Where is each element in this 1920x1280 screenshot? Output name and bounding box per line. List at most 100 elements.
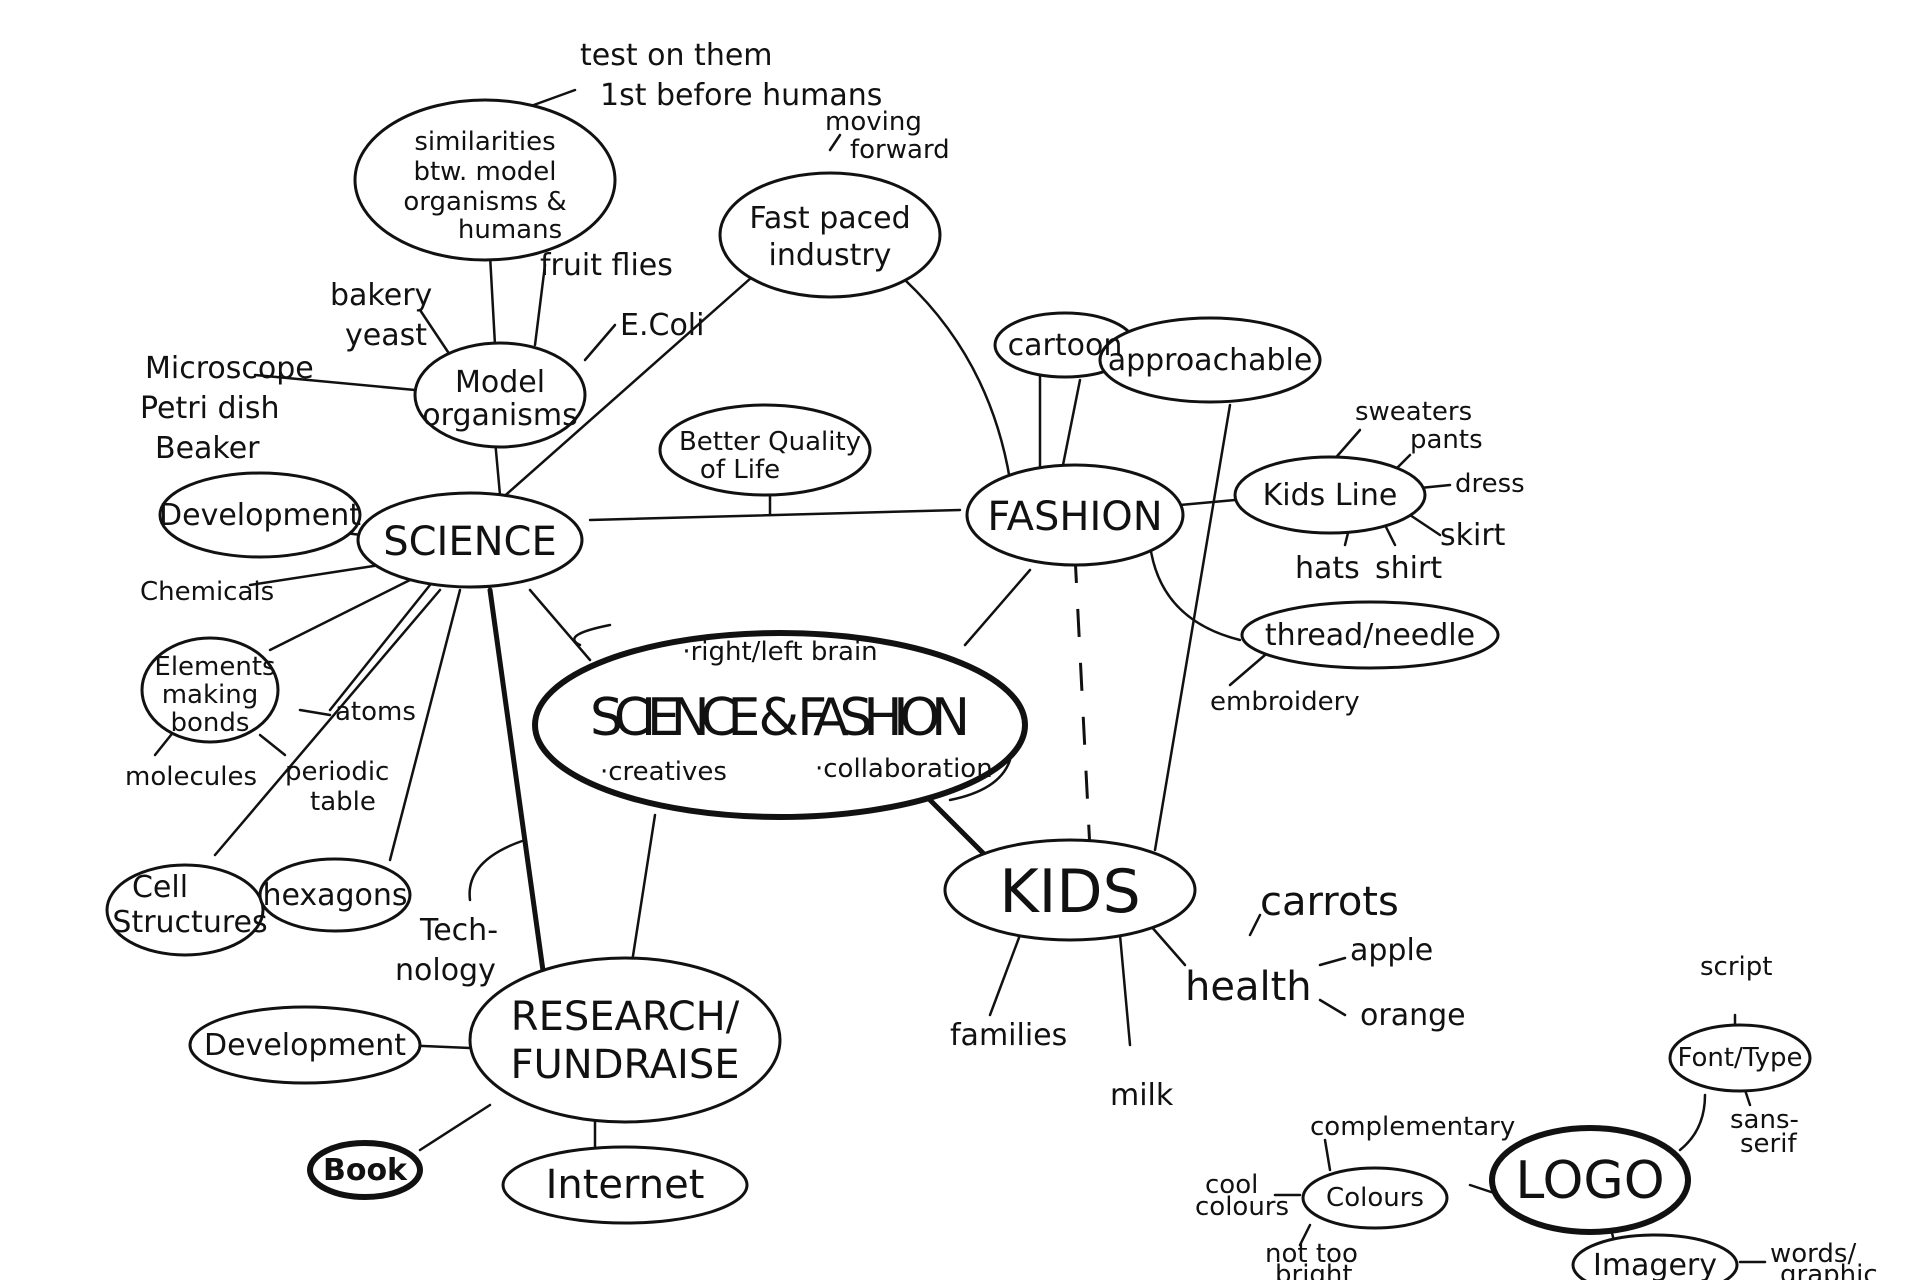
link-science-fastpaced <box>498 268 762 502</box>
label-words-graphic-line2: graphic <box>1780 1260 1878 1280</box>
similarities-label-line4: humans <box>458 215 562 245</box>
imagery-node-shape <box>1571 1233 1739 1280</box>
development-top-node-label: Development <box>159 498 361 533</box>
label-sans-serif-line1: sans- <box>1730 1105 1799 1135</box>
label-chemicals: Chemicals <box>140 577 274 607</box>
center-note-brain: ·right/left brain <box>682 637 877 667</box>
development-top-node-shape <box>158 471 362 559</box>
model-organisms-label-line1: Model <box>455 365 545 400</box>
label-bakery-yeast-line2: yeast <box>345 318 427 353</box>
label-milk: milk <box>1110 1078 1174 1113</box>
kids-node-label: KIDS <box>999 857 1140 927</box>
hexagons-node-shape <box>258 857 412 933</box>
link-health-carrots <box>1248 913 1262 937</box>
label-test-on-them-line1: test on them <box>580 38 773 73</box>
link-health-apple <box>1318 956 1347 967</box>
similarities-label-line3: organisms & <box>403 187 566 217</box>
link-model-tools <box>253 373 417 392</box>
center-node-shape <box>532 630 1028 820</box>
label-dress: dress <box>1455 469 1525 499</box>
label-carrots: carrots <box>1260 879 1399 925</box>
label-lab-tools-line3: Beaker <box>155 431 260 466</box>
model-organisms-node-shape <box>413 341 587 449</box>
cell-structures-label-line1: Cell <box>132 870 188 905</box>
link-science-cell <box>213 588 442 857</box>
better-quality-label-line1: Better Quality <box>679 427 861 457</box>
link-health-orange <box>1318 998 1347 1017</box>
label-health: health <box>1185 964 1312 1010</box>
research-node-label-line2: FUNDRAISE <box>510 1042 739 1088</box>
label-cool-colours-line1: cool <box>1205 1170 1258 1200</box>
hexagons-node-label: hexagons <box>262 878 407 913</box>
label-shirt: shirt <box>1375 551 1442 586</box>
label-periodic-table-line2: table <box>310 787 376 817</box>
node-labels: ·right/left brain SCIENCE & FASHION ·cre… <box>112 127 1802 1280</box>
link-approachable-kids <box>1153 403 1232 852</box>
free-labels: test on them 1st before humans moving fo… <box>125 38 1878 1280</box>
similarities-node-shape <box>353 98 617 262</box>
thread-needle-node-label: thread/needle <box>1265 618 1475 653</box>
link-logo-font <box>1678 1093 1707 1152</box>
fast-paced-node-shape <box>718 171 942 299</box>
link-colours-complementary <box>1323 1138 1332 1172</box>
label-hats: hats <box>1295 551 1360 586</box>
link-kidsline-skirt <box>1408 513 1442 537</box>
label-orange: orange <box>1360 998 1466 1033</box>
label-technology-line2: nology <box>395 953 496 988</box>
logo-node-label: LOGO <box>1515 1151 1664 1211</box>
link-kidsline-shirt <box>1383 523 1397 547</box>
label-molecules: molecules <box>125 762 257 792</box>
model-organisms-label-line2: organisms <box>422 398 577 433</box>
font-type-node-label: Font/Type <box>1677 1043 1802 1073</box>
label-apple: apple <box>1350 933 1433 968</box>
label-moving-forward-line2: forward <box>850 135 950 165</box>
kids-line-node-shape <box>1233 455 1427 535</box>
book-node-shape <box>307 1140 423 1200</box>
link-center-research <box>628 813 657 977</box>
label-ecoli: E.Coli <box>620 308 704 343</box>
fashion-node-label: FASHION <box>987 494 1162 540</box>
internet-node-label: Internet <box>546 1162 705 1208</box>
label-lab-tools-line2: Petri dish <box>140 391 279 426</box>
fashion-node-shape <box>965 463 1185 567</box>
similarities-label-line1: similarities <box>414 127 555 157</box>
link-science-research <box>487 587 548 988</box>
label-pants: pants <box>1410 425 1483 455</box>
link-elements-periodic <box>258 733 287 757</box>
research-node-shape <box>468 956 782 1124</box>
label-script: script <box>1700 952 1772 982</box>
label-families: families <box>950 1018 1067 1053</box>
elements-node-shape <box>140 636 280 744</box>
colours-node-label: Colours <box>1326 1183 1424 1213</box>
cell-structures-label-line2: Structures <box>112 905 267 940</box>
link-fastpaced-forward <box>828 133 842 152</box>
link-elements-atoms <box>298 708 332 717</box>
elements-label-line2: making <box>162 680 259 710</box>
link-thread-embroidery <box>1228 653 1267 687</box>
node-shapes <box>105 98 1812 1280</box>
link-research-book <box>418 1103 492 1152</box>
label-complementary: complementary <box>1310 1112 1515 1142</box>
link-model-similarities <box>488 253 497 347</box>
label-test-on-them-line2: 1st before humans <box>600 78 882 113</box>
development-bottom-node-shape <box>188 1005 422 1085</box>
label-not-too-bright-line2: bright <box>1275 1260 1353 1280</box>
elements-label-line1: Elements <box>154 652 275 682</box>
label-lab-tools-line1: Microscope <box>145 351 314 386</box>
link-kids-families <box>988 933 1022 1017</box>
cartoon-node-label: cartoon <box>1008 328 1123 363</box>
label-technology-line1: Tech- <box>419 913 498 948</box>
label-moving-forward-line1: moving <box>825 107 922 137</box>
logo-node-shape <box>1489 1125 1691 1235</box>
center-note-collaboration: ·collaboration <box>815 754 993 784</box>
elements-label-line3: bonds <box>171 708 250 738</box>
kids-node-shape <box>943 838 1197 942</box>
better-quality-node-shape <box>658 403 872 497</box>
link-model-yeast <box>418 308 452 357</box>
approachable-node-shape <box>1098 316 1322 404</box>
approachable-node-label: approachable <box>1108 343 1313 378</box>
colours-node-shape <box>1301 1166 1449 1230</box>
book-node-label: Book <box>323 1153 408 1188</box>
link-science-center <box>528 588 592 662</box>
